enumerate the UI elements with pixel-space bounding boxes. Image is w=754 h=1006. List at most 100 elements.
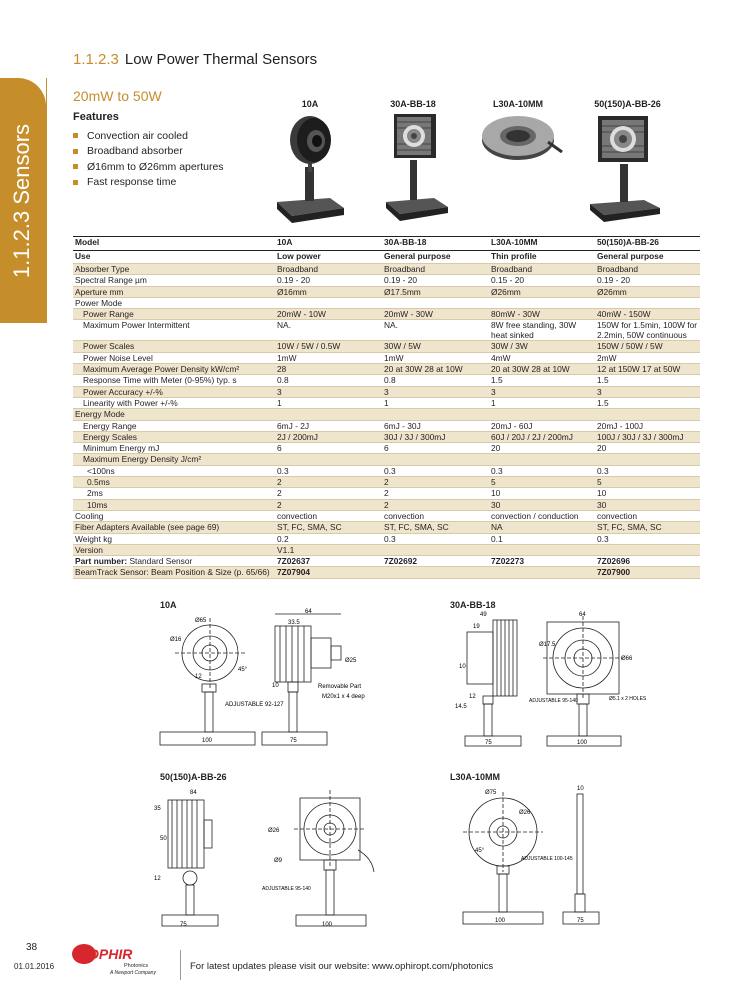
value-cell: 10W / 5W / 0.5W [275, 340, 382, 353]
table-row: BeamTrack Sensor: Beam Position & Size (… [73, 566, 700, 579]
value-cell [275, 453, 382, 466]
value-cell: 2 [382, 476, 489, 489]
row-label-cell: Power Scales [73, 340, 275, 353]
footer-divider [180, 950, 181, 980]
dimension-label: Ø26 [268, 828, 280, 834]
photo-label-10a: 10A [301, 99, 319, 109]
value-cell: 150W / 50W / 5W [595, 340, 700, 353]
feature-item: Ø16mm to Ø26mm apertures [73, 159, 224, 175]
dimension-label: 14.5 [455, 704, 467, 710]
row-label-cell: Weight kg [73, 533, 275, 545]
value-cell: 8W free standing, 30W heat sinked [489, 319, 595, 342]
value-cell: Ø26mm [595, 286, 700, 298]
header-cell: 50(150)A-BB-26 [595, 236, 700, 251]
value-cell: 2 [382, 499, 489, 511]
dimension-label: 64 [305, 609, 312, 615]
value-cell: 20mW - 10W [275, 308, 382, 321]
row-label-cell: Maximum Average Power Density kW/cm² [73, 363, 275, 376]
value-cell [595, 544, 700, 557]
value-cell [489, 544, 595, 557]
row-label-cell: Power Noise Level [73, 352, 275, 365]
value-cell: V1.1 [275, 544, 382, 557]
value-cell [382, 408, 489, 421]
value-cell: 2 [275, 499, 382, 511]
value-cell: 30 [595, 499, 700, 511]
power-range-subtitle: 20mW to 50W [73, 88, 162, 104]
use-cell: General purpose [595, 250, 700, 264]
dimension-label: 75 [180, 922, 187, 928]
value-cell: 7Z02273 [489, 555, 595, 568]
value-cell: ST, FC, SMA, SC [275, 521, 382, 534]
dimension-label: Ø25 [345, 658, 357, 664]
drawing-50a: 84 50 Ø26 Ø9 ADJUSTABLE 95-140 75 100 35… [154, 790, 375, 928]
value-cell: 6 [382, 442, 489, 455]
value-cell: ST, FC, SMA, SC [595, 521, 700, 534]
row-label-cell: 10ms [73, 499, 275, 511]
dimension-label: Ø66 [621, 656, 633, 662]
value-cell: convection [595, 510, 700, 523]
value-cell: 30J / 3J / 300mJ [382, 431, 489, 444]
value-cell: 0.3 [275, 465, 382, 478]
dimension-label: Removable Part [318, 684, 361, 690]
value-cell: convection [275, 510, 382, 523]
value-cell [382, 297, 489, 310]
drawing-label-l30a: L30A-10MM [450, 772, 501, 782]
dimension-label: 19 [473, 624, 480, 630]
feature-item: Broadband absorber [73, 144, 224, 160]
dimension-label: Ø5.1 x 2 HOLES [609, 696, 647, 702]
dimension-label: 49 [480, 612, 487, 618]
value-cell: 30W / 5W [382, 340, 489, 353]
row-label-cell: Part number: Standard Sensor [73, 555, 275, 568]
value-cell: 2J / 200mJ [275, 431, 382, 444]
value-cell: 30 [489, 499, 595, 511]
value-cell: 150W for 1.5min, 100W for 2.2min, 50W co… [595, 319, 700, 342]
value-cell: 0.3 [382, 465, 489, 478]
value-cell: 2 [382, 487, 489, 500]
dimension-label: 10 [577, 786, 584, 792]
row-label-cell: Energy Mode [73, 408, 275, 421]
value-cell: 6mJ - 30J [382, 420, 489, 432]
row-label-cell: Absorber Type [73, 263, 275, 276]
photo-label-l30a: L30A-10MM [492, 99, 543, 109]
value-cell: 0.19 - 20 [275, 274, 382, 287]
value-cell: 0.1 [489, 533, 595, 545]
value-cell [489, 408, 595, 421]
logo-subtext: Photonics [124, 963, 148, 969]
value-cell: 0.3 [595, 465, 700, 478]
row-label-cell: Aperture mm [73, 286, 275, 298]
value-cell [595, 297, 700, 310]
value-cell: 7Z02692 [382, 555, 489, 568]
drawing-l30a: Ø75 Ø26 10 ADJUSTABLE 100-145 100 75 45° [462, 786, 600, 925]
dimension-label: 35 [154, 806, 161, 812]
dimension-label: 33.5 [288, 620, 300, 626]
dimension-label: ADJUSTABLE 95-140 [262, 886, 311, 892]
value-cell [382, 453, 489, 466]
value-cell: 12 at 150W 17 at 50W [595, 363, 700, 376]
row-label-cell: Maximum Power Intermittent [73, 319, 275, 342]
dimension-label: 10 [272, 683, 279, 689]
dimension-label: 64 [579, 612, 586, 618]
row-label-cell: Linearity with Power +/-% [73, 397, 275, 410]
value-cell [382, 566, 489, 579]
bullet-icon [73, 179, 78, 185]
value-cell: Broadband [595, 263, 700, 276]
value-cell: 0.15 - 20 [489, 274, 595, 287]
value-cell [489, 566, 595, 579]
sensor-30a-photo [386, 114, 448, 221]
dimension-label: 75 [577, 918, 584, 924]
value-cell: 3 [382, 386, 489, 398]
value-cell: 1mW [275, 352, 382, 365]
row-label-cell: 0.5ms [73, 476, 275, 489]
page-number: 38 [26, 942, 38, 953]
dimension-label: 45° [238, 667, 248, 673]
dimension-label: 84 [190, 790, 197, 796]
bullet-icon [73, 164, 78, 170]
